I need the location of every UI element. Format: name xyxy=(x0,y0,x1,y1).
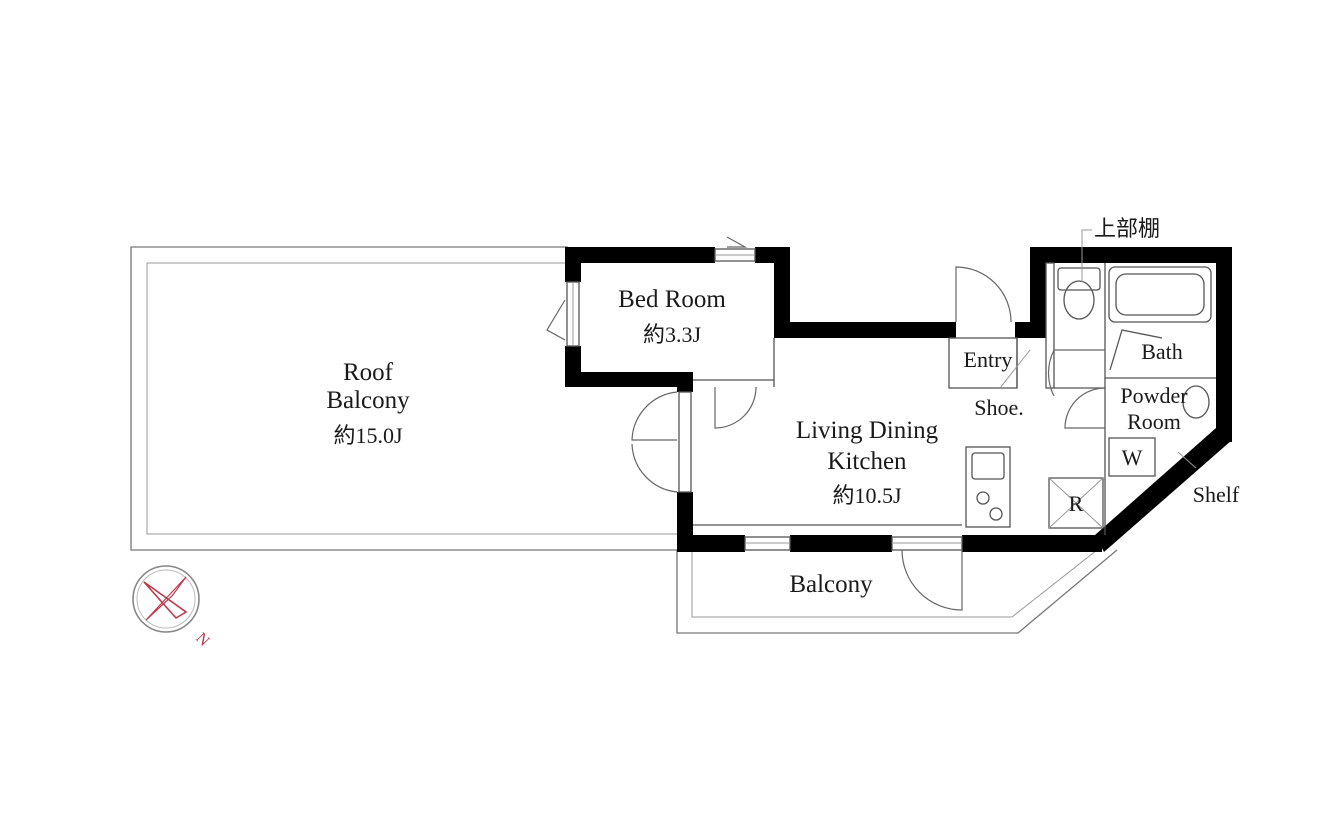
interior-partitions xyxy=(693,262,1216,535)
shelf-label: Shelf xyxy=(1193,482,1240,507)
roof-balcony-name-2: Balcony xyxy=(326,387,410,414)
upper-shelf-label: 上部棚 xyxy=(1094,216,1160,241)
ldk-name-1: Living Dining xyxy=(796,417,939,444)
roof-balcony-area: 約15.0J xyxy=(333,423,403,448)
roof-balcony-outline xyxy=(130,246,680,551)
entry-label: Entry xyxy=(964,347,1013,372)
ldk-area: 約10.5J xyxy=(832,483,902,508)
powder-room-name-1: Powder xyxy=(1120,383,1188,408)
balcony-name: Balcony xyxy=(789,571,873,598)
roof-balcony-name-1: Roof xyxy=(343,359,394,386)
doors xyxy=(546,236,1106,611)
bath-label: Bath xyxy=(1141,339,1183,364)
ldk-name-2: Kitchen xyxy=(827,448,907,475)
fixtures xyxy=(965,229,1212,529)
compass-icon: N xyxy=(132,565,213,651)
powder-room-name-2: Room xyxy=(1127,409,1181,434)
balcony-outline xyxy=(676,549,1118,634)
exterior-walls xyxy=(565,247,1232,552)
shoe-label: Shoe. xyxy=(974,395,1024,420)
refrigerator-label: R xyxy=(1069,491,1084,516)
bed-room-area: 約3.3J xyxy=(643,322,702,347)
washer-label: W xyxy=(1122,445,1143,470)
bed-room-name: Bed Room xyxy=(618,286,726,313)
windows xyxy=(566,248,963,551)
compass-north-letter: N xyxy=(192,630,213,651)
